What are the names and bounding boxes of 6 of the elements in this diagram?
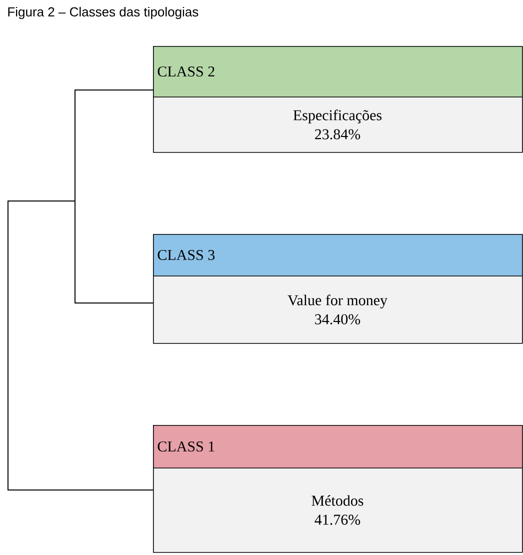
class-box: CLASS 2 Especificações 23.84% xyxy=(152,46,523,153)
class-box: CLASS 1 Métodos 41.76% xyxy=(152,425,523,553)
tree-connector xyxy=(74,90,154,304)
figure-title: Figura 2 – Classes das tipologias xyxy=(8,6,198,20)
class-box: CLASS 3 Value for money 34.40% xyxy=(152,234,523,344)
tree-connector xyxy=(8,200,154,490)
